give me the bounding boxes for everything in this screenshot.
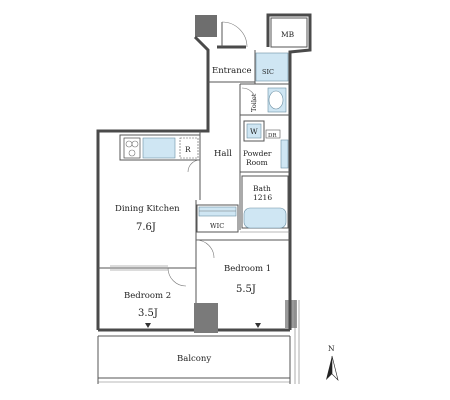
wic-label: WIC (210, 222, 224, 230)
bedroom1-label: Bedroom 1 (224, 264, 271, 274)
entrance-label: Entrance (212, 66, 252, 76)
refrigerator-space (179, 137, 199, 159)
outer-walls (96, 13, 312, 332)
dining-kitchen-label: Dining Kitchen (115, 204, 180, 214)
bedroom1-size: 5.5J (236, 284, 256, 295)
north-compass (326, 355, 339, 381)
bath-label: Bath (253, 184, 271, 193)
washer-label: W (250, 127, 258, 136)
refrigerator-label: R (185, 145, 191, 154)
dryer-label: DR (268, 133, 277, 139)
bath-size: 1216 (253, 193, 272, 202)
powder-room-label-1: Powder (243, 149, 272, 158)
column-top (195, 15, 217, 37)
column-balcony (194, 303, 218, 333)
mb-box (270, 17, 308, 48)
stove (123, 137, 141, 159)
balcony-area (97, 300, 300, 384)
bathtub (243, 207, 287, 229)
powder-room-label-2: Room (246, 158, 268, 167)
entrance-door[interactable] (221, 21, 248, 48)
bedroom2-size: 3.5J (138, 308, 158, 319)
balcony-label: Balcony (177, 354, 211, 364)
toilet-label: Toilet (250, 93, 258, 112)
mb-label: MB (281, 30, 295, 39)
bedroom2-label: Bedroom 2 (124, 291, 171, 301)
hall-label: Hall (214, 149, 232, 159)
window-arrow-bedroom2 (145, 323, 151, 328)
north-label: N (328, 344, 335, 353)
sic-label: SIC (262, 68, 274, 76)
window-arrow-bedroom1 (255, 323, 261, 328)
sic-closet (255, 52, 289, 82)
dining-kitchen-size: 7.6J (136, 222, 156, 233)
